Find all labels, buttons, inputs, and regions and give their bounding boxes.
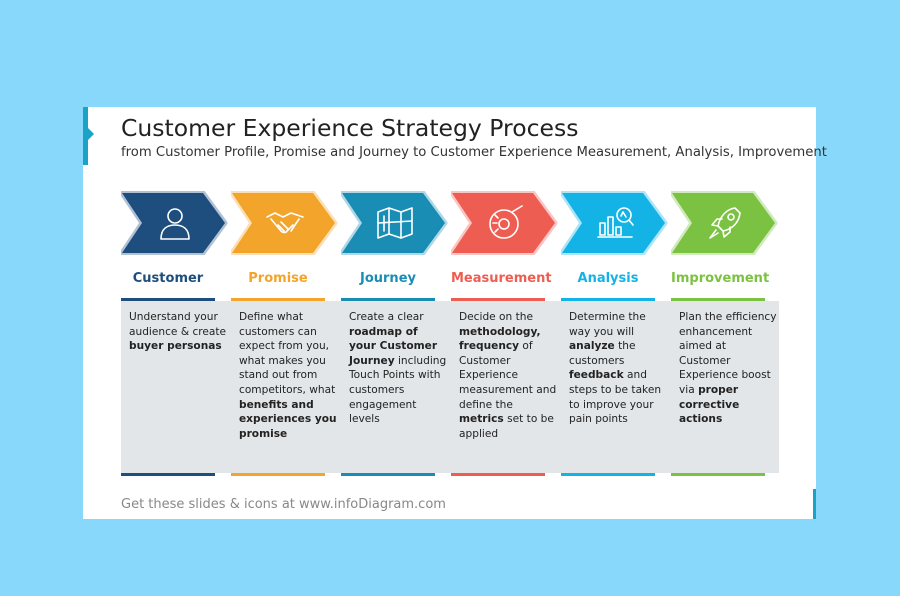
description-text: Create a clear bbox=[349, 311, 424, 323]
footer-text: Get these slides & icons at www.infoDiag… bbox=[121, 497, 446, 512]
step-underline bbox=[341, 298, 435, 301]
step-underline bbox=[451, 298, 545, 301]
description-text: set to be applied bbox=[459, 413, 554, 440]
description-bold-text: benefits and experiences you promise bbox=[239, 398, 337, 440]
slide-accent-bar-right bbox=[813, 489, 816, 519]
step-chevron-measurement bbox=[451, 191, 559, 255]
step-underline bbox=[121, 298, 215, 301]
slide-subtitle: from Customer Profile, Promise and Journ… bbox=[121, 145, 827, 160]
step-bottom-line bbox=[341, 473, 435, 476]
description-text: Determine the way you will bbox=[569, 311, 646, 338]
step-bottom-line bbox=[671, 473, 765, 476]
description-bold-text: analyze bbox=[569, 340, 615, 353]
step-description: Understand your audience & create buyer … bbox=[129, 310, 227, 354]
step-underline bbox=[561, 298, 655, 301]
description-bold-text: feedback bbox=[569, 369, 624, 382]
step-description: Define what customers can expect from yo… bbox=[239, 310, 337, 441]
handshake-icon bbox=[266, 212, 304, 234]
slide-accent-bar bbox=[83, 107, 88, 165]
rocket-icon bbox=[709, 207, 741, 239]
description-text: of Customer Experience measurement and d… bbox=[459, 340, 557, 411]
description-bold-text: buyer personas bbox=[129, 340, 222, 353]
step-bottom-line bbox=[231, 473, 325, 476]
map-icon bbox=[377, 207, 413, 239]
step-underline bbox=[671, 298, 765, 301]
person-icon bbox=[160, 208, 190, 240]
step-bottom-line bbox=[561, 473, 655, 476]
step-description: Plan the efficiency enhancement aimed at… bbox=[679, 310, 777, 427]
step-chevron-analysis bbox=[561, 191, 669, 255]
step-chevron-customer bbox=[121, 191, 229, 255]
step-chevron-journey bbox=[341, 191, 449, 255]
description-bold-text: metrics bbox=[459, 413, 504, 426]
description-text: the customers bbox=[569, 340, 636, 367]
step-label: Journey bbox=[360, 271, 416, 286]
step-label: Promise bbox=[248, 271, 308, 286]
description-text: including Touch Points with customers en… bbox=[349, 354, 447, 426]
step-label: Improvement bbox=[671, 271, 770, 286]
magnifier-chart-icon bbox=[597, 207, 634, 238]
step-chevron-improvement bbox=[671, 191, 779, 255]
step-description: Determine the way you will analyze the c… bbox=[569, 310, 667, 427]
step-label: Customer bbox=[132, 271, 204, 286]
tape-measure-icon bbox=[489, 205, 523, 239]
description-text: Plan the efficiency enhancement aimed at… bbox=[679, 311, 777, 396]
description-bold-text: methodology, frequency bbox=[459, 325, 541, 353]
step-description: Decide on the methodology, frequency of … bbox=[459, 310, 557, 441]
step-chevron-promise bbox=[231, 191, 339, 255]
description-text: Define what customers can expect from yo… bbox=[239, 311, 336, 396]
slide: Customer Experience Strategy Process fro… bbox=[83, 107, 827, 519]
description-panel bbox=[121, 301, 779, 473]
description-bold-text: roadmap of your Customer Journey bbox=[349, 325, 438, 367]
description-text: Understand your audience & create bbox=[129, 311, 227, 338]
step-bottom-line bbox=[451, 473, 545, 476]
description-text: Decide on the bbox=[459, 311, 534, 323]
slide-accent-notch bbox=[88, 128, 94, 140]
description-bold-text: proper corrective actions bbox=[679, 383, 740, 426]
step-label: Measurement bbox=[451, 271, 552, 286]
slide-title: Customer Experience Strategy Process bbox=[121, 114, 579, 142]
step-label: Analysis bbox=[577, 271, 639, 286]
step-underline bbox=[231, 298, 325, 301]
description-text: and steps to be taken to improve your pa… bbox=[569, 369, 662, 426]
step-description: Create a clear roadmap of your Customer … bbox=[349, 310, 447, 427]
step-bottom-line bbox=[121, 473, 215, 476]
